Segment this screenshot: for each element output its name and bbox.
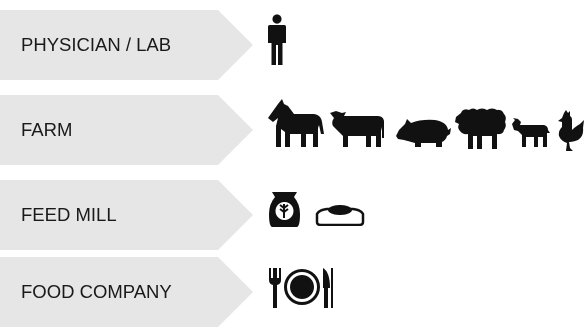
knife-icon (323, 268, 333, 308)
arrow-physician-lab: PHYSICIAN / LAB (0, 10, 253, 80)
fork-icon (269, 268, 281, 308)
chicken-icon (558, 110, 584, 151)
person-icon (268, 14, 286, 65)
diagram: PHYSICIAN / LAB FARM FEED MILL (0, 10, 584, 327)
arrow-food-company: FOOD COMPANY (0, 257, 253, 327)
arrow-feed-mill: FEED MILL (0, 180, 253, 250)
label-physician-lab: PHYSICIAN / LAB (21, 34, 172, 55)
arrow-farm: FARM (0, 95, 253, 165)
label-food-company: FOOD COMPANY (21, 281, 172, 302)
pig-icon (396, 119, 451, 147)
plate-icon (284, 269, 320, 305)
horse-icon (268, 99, 324, 147)
label-farm: FARM (21, 119, 73, 140)
cow-icon (330, 111, 384, 147)
label-feed-mill: FEED MILL (21, 204, 117, 225)
sheep-icon (455, 108, 506, 149)
feed-bag-icon (269, 192, 300, 227)
goat-icon (512, 118, 550, 147)
feed-bowl-icon (315, 205, 365, 226)
